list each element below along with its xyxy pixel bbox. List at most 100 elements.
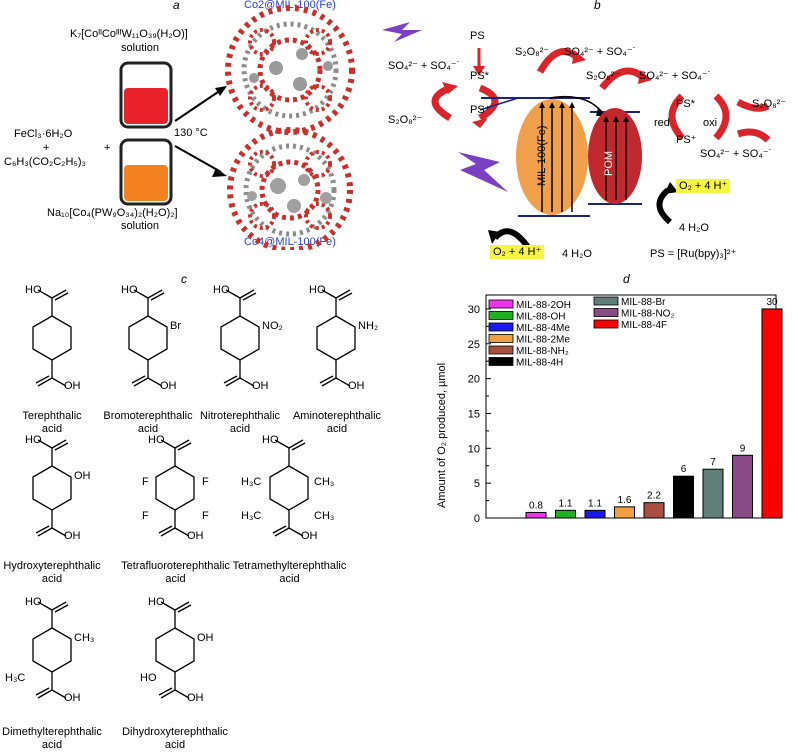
mol2-br: Br: [170, 320, 181, 332]
plus-1: +: [43, 142, 50, 154]
mol6-ho: HO: [148, 434, 165, 446]
mol5-oh-sub: OH: [74, 470, 91, 482]
legend-label: MIL-88-Br: [621, 297, 666, 308]
arrow-to-top: [174, 86, 227, 122]
y-tick-label: 20: [468, 374, 480, 386]
legend-label: MIL-88-2Me: [516, 335, 570, 346]
mol7-oh: OH: [301, 530, 318, 542]
mol6-f1: F: [142, 476, 149, 488]
mol1-oh: OH: [64, 380, 81, 392]
bar-MIL-88-2OH: [525, 511, 547, 519]
mol8-ho: HO: [25, 596, 42, 608]
pom-label: POM: [603, 150, 615, 176]
legend-swatch: [488, 299, 514, 309]
ps-definition: PS = [Ru(bpy)₃]²⁺: [650, 248, 737, 260]
bar-value-label: 30: [766, 297, 778, 308]
vial-red: [119, 61, 173, 129]
chart-ylabel: Amount of O₂ produced, µmol: [436, 362, 448, 508]
mol7-me4: CH₃: [314, 510, 335, 522]
red-label: red: [654, 117, 670, 129]
oxi-label: oxi: [703, 117, 718, 129]
ps-plus-left: PS⁺: [470, 104, 491, 116]
reagent-2: C₆H₃(CO₂C₂H₅)₃: [4, 156, 86, 168]
o2-bottom: O₂ + 4 H⁺: [490, 245, 545, 259]
legend-label: MIL-88-NO₂: [621, 309, 674, 320]
ps-star-left: PS*: [470, 70, 489, 82]
panel-letter-a: a: [173, 0, 180, 12]
legend-swatch: [593, 308, 619, 317]
mol9-oh2: HO: [140, 672, 157, 684]
y-tick-label: 5: [474, 478, 480, 490]
y-tick-label: 0: [474, 513, 480, 525]
s2o8-left: S₂O₈²⁻: [388, 114, 423, 126]
top-solution-label: solution: [121, 42, 159, 54]
mol9-oh1: OH: [197, 632, 214, 644]
so4-top2: SO₄²⁻ + SO₄⁻˙: [639, 70, 712, 82]
panel-letter-b: b: [594, 0, 601, 12]
bar-MIL-88-NH₂: [643, 502, 665, 519]
so4-left: SO₄²⁻ + SO₄⁻˙: [388, 60, 461, 72]
s2o8-top2: S₂O₈²⁻: [586, 70, 621, 82]
legend-swatch: [488, 334, 514, 343]
mol8-me1: CH₃: [74, 632, 95, 644]
mol5-oh: OH: [64, 530, 81, 542]
panel-letter-c: c: [181, 272, 187, 286]
mol7-me3: H₃C: [241, 510, 262, 522]
mol6-f2: F: [202, 476, 209, 488]
mol4-nh2: NH₂: [358, 320, 379, 332]
bar-MIL-88-Br: [702, 468, 724, 519]
vial-orange: [119, 138, 173, 206]
legend-swatch: [488, 345, 514, 355]
mol4-ho: HO: [309, 284, 326, 296]
bar-value-label: 7: [710, 457, 716, 468]
mol3-no2: NO₂: [262, 320, 283, 332]
bar-MIL-88-4Me: [584, 509, 606, 519]
bar-value-label: 1.1: [588, 498, 602, 509]
so4-top1: SO₄²⁻ + SO₄⁻˙: [564, 46, 637, 58]
bar-MIL-88-NO₂: [732, 454, 753, 519]
mol9-ho: HO: [148, 596, 165, 608]
mol2-ho: HO: [121, 284, 138, 296]
mol8-me2: H₃C: [5, 672, 26, 684]
bar-MIL-88-2Me: [614, 506, 635, 519]
ps-star-right: PS*: [676, 98, 695, 110]
bottom-formula: Na₁₀[Co₄(PW₉O₃₄)₂(H₂O)₂]: [47, 207, 178, 219]
y-tick-label: 25: [468, 339, 480, 351]
mof-label: MIL-100(Fe): [536, 125, 548, 186]
legend-label: MIL-88-OH: [516, 312, 565, 323]
mol3-oh: OH: [252, 380, 269, 392]
legend-swatch: [488, 311, 514, 320]
y-tick-label: 10: [468, 443, 480, 455]
mof-structure-bottom: [227, 127, 353, 250]
mol6-f3: F: [142, 510, 149, 522]
h2o-bottom: 4 H₂O: [562, 248, 592, 260]
arrow-to-bottom: [174, 145, 227, 177]
bar-value-label: 9: [740, 443, 746, 454]
legend-label: MIL-88-2OH: [516, 300, 571, 311]
legend-swatch: [488, 322, 514, 332]
legend-swatch: [488, 357, 514, 366]
legend-swatch: [593, 296, 619, 306]
y-tick-label: 30: [468, 304, 480, 316]
top-formula: K₇[CoᴵᴵCoᴵᴵᴵW₁₁O₃₉(H₂O)]: [70, 28, 188, 40]
lightning-icon: [382, 22, 422, 42]
mol7-ho: HO: [262, 434, 279, 446]
bar-value-label: 6: [681, 464, 687, 475]
bar-MIL-88-4F: [761, 308, 783, 519]
panel-a-graphics: [119, 5, 355, 250]
bar-value-label: 2.2: [647, 491, 661, 502]
temperature: 130 °C: [174, 127, 208, 139]
legend-label: MIL-88-NH₂: [516, 346, 569, 357]
s2o8-top1: S₂O₈²⁻: [515, 46, 550, 58]
h2o-right: 4 H₂O: [679, 222, 709, 234]
ps-label: PS: [470, 30, 485, 42]
bar-value-label: 0.8: [529, 500, 543, 511]
